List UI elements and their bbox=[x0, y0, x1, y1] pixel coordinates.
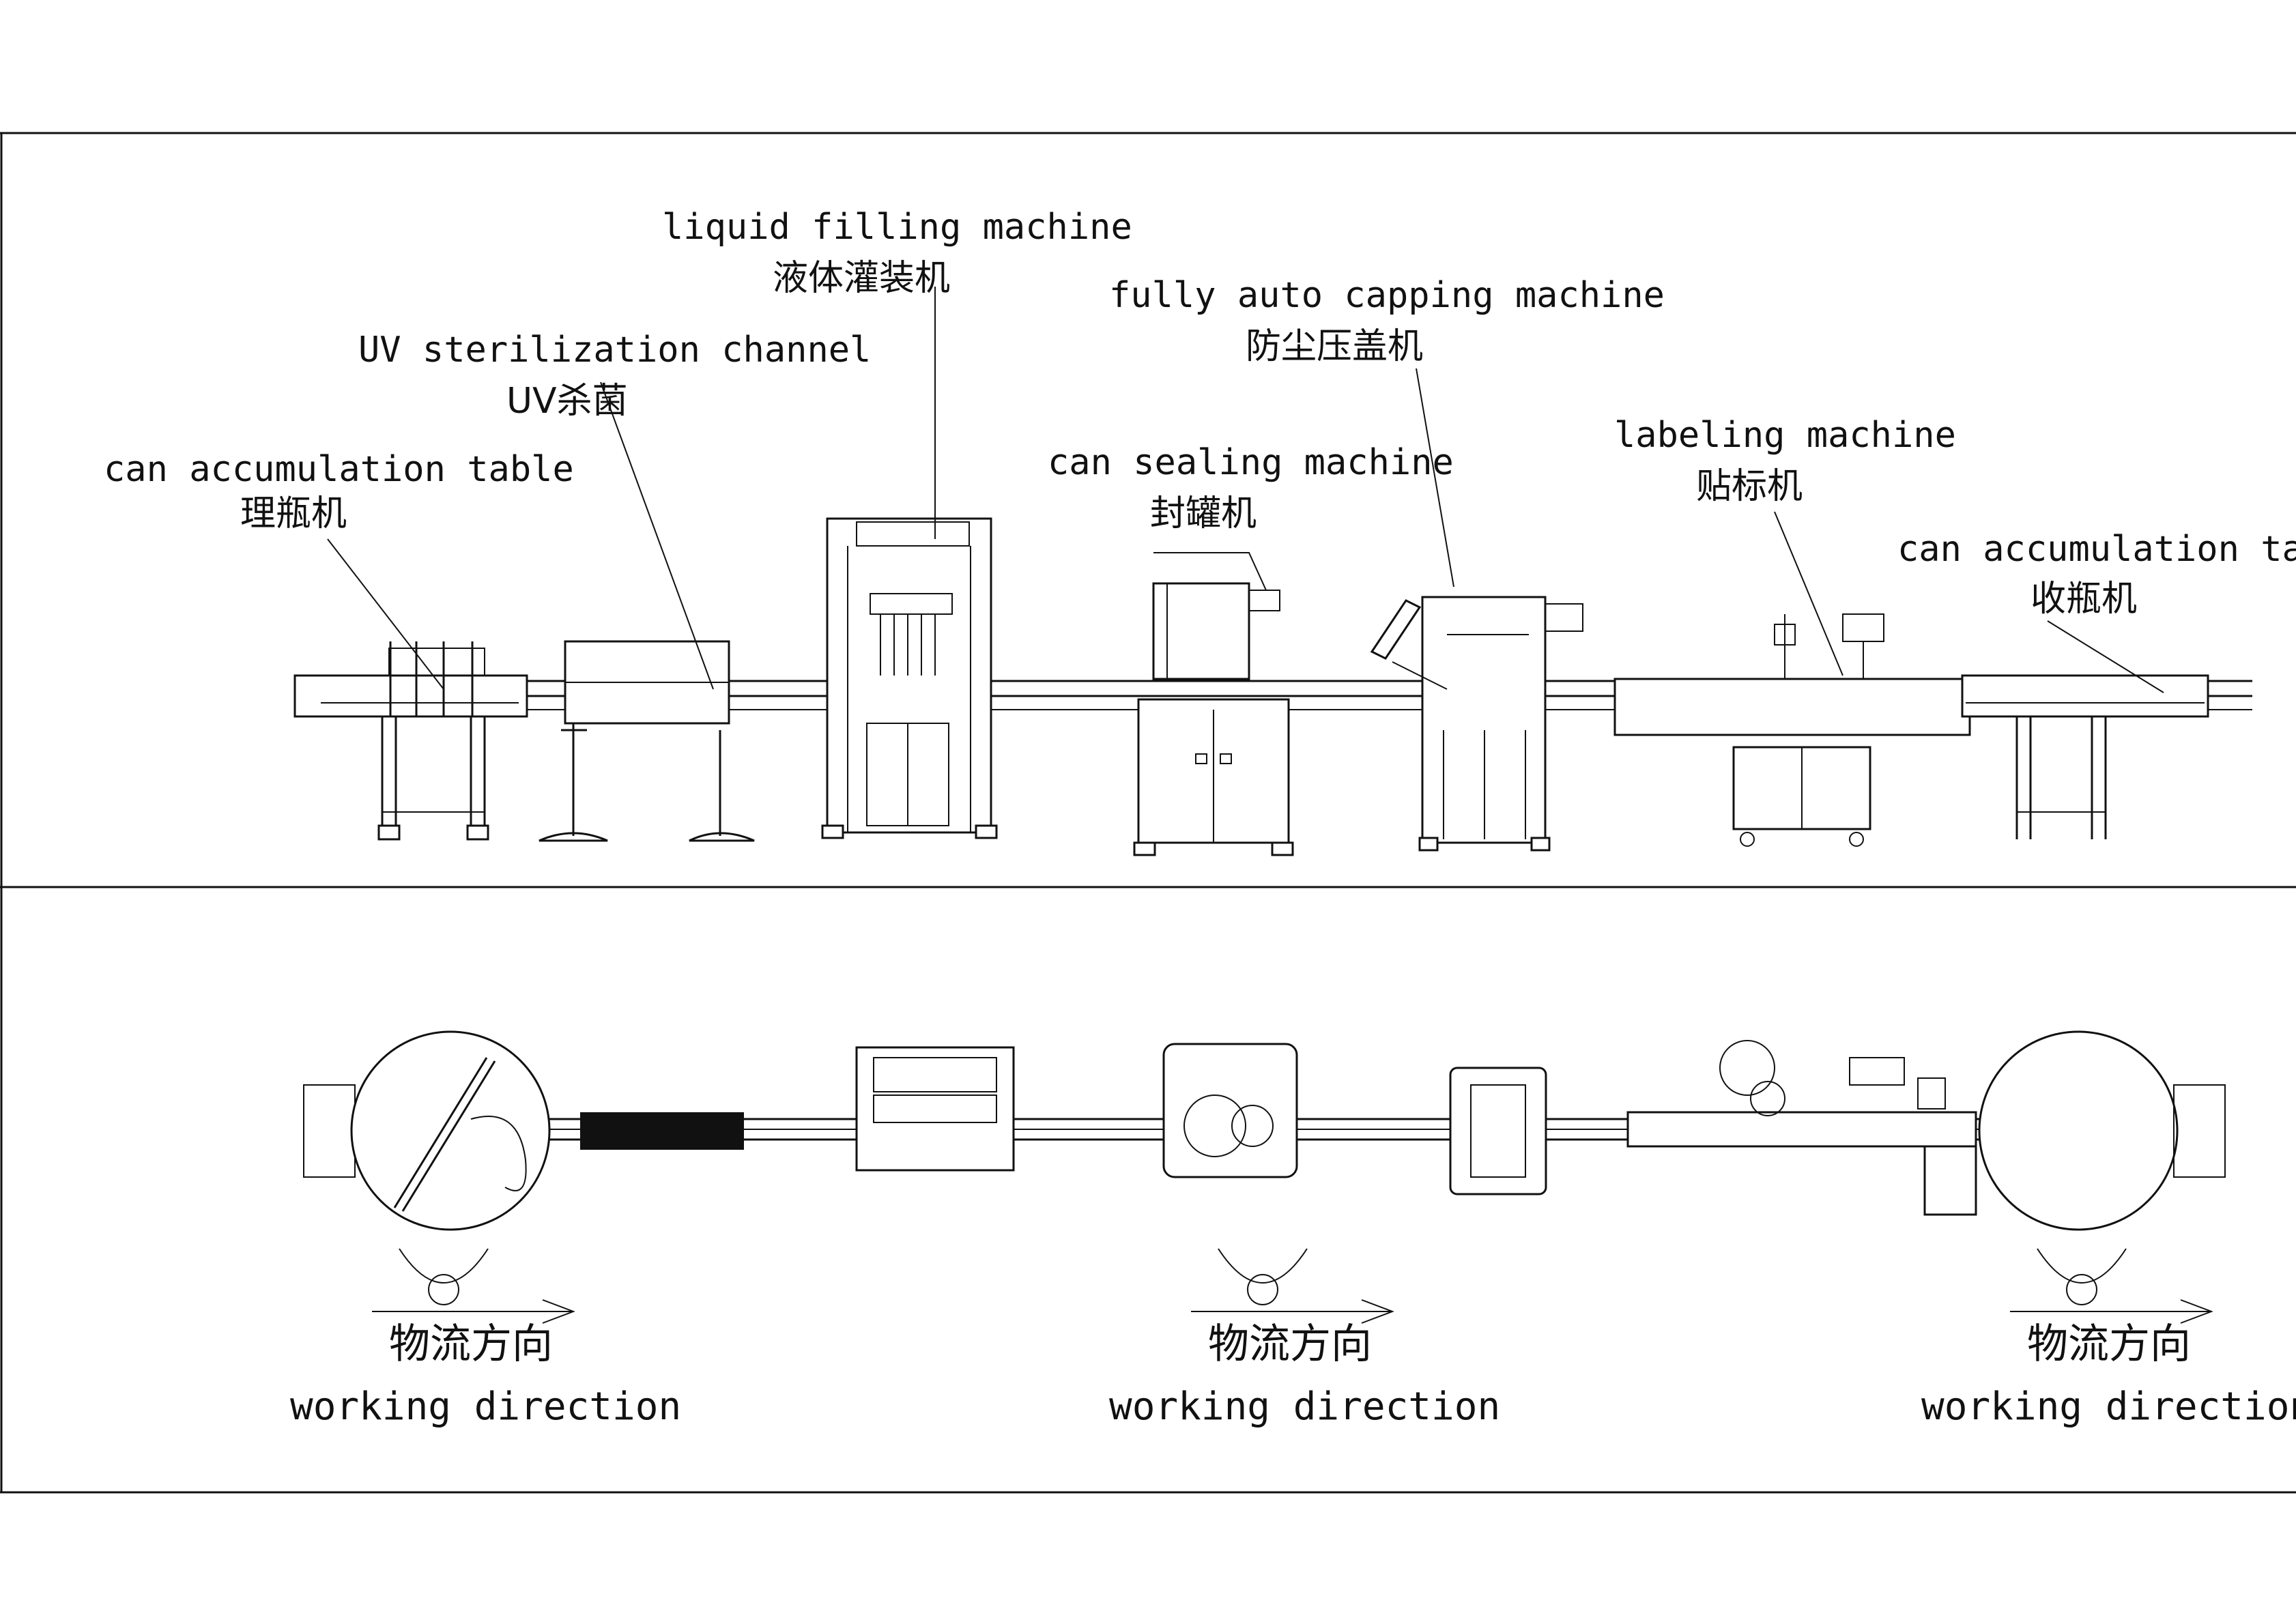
sealing-machine-plan bbox=[1162, 1043, 1298, 1178]
label-labeling-en: labeling machine bbox=[1614, 415, 1956, 456]
direction-2-en: working direction bbox=[1109, 1384, 1500, 1429]
can-accumulation-table-out bbox=[1961, 674, 2209, 839]
uv-tunnel-plan bbox=[580, 1112, 744, 1150]
label-can-accumulation-table-in-en: can accumulation table bbox=[104, 449, 574, 490]
label-capping-en: fully auto capping machine bbox=[1109, 275, 1665, 316]
elevation-labels: can accumulation table 理瓶机 UV sterilizat… bbox=[104, 207, 2296, 620]
label-can-accumulation-table-out-cn: 收瓶机 bbox=[2030, 579, 2137, 620]
capping-machine bbox=[1370, 596, 1583, 852]
plan-view: 物流方向 working direction 物流方向 working dire… bbox=[290, 1030, 2296, 1429]
label-can-sealing-en: can sealing machine bbox=[1048, 442, 1454, 483]
label-can-sealing-cn: 封罐机 bbox=[1150, 493, 1257, 534]
direction-marker-3: 物流方向 working direction bbox=[1921, 1248, 2296, 1429]
uv-sterilization-channel bbox=[539, 640, 755, 842]
direction-3-cn: 物流方向 bbox=[2027, 1320, 2191, 1368]
label-liquid-filling-en: liquid filling machine bbox=[662, 207, 1132, 248]
filling-machine-plan bbox=[855, 1046, 1015, 1172]
label-liquid-filling-cn: 液体灌装机 bbox=[773, 258, 950, 299]
turntable-in bbox=[303, 1030, 551, 1231]
labeling-machine-plan bbox=[1626, 1040, 1977, 1216]
drawing-frame bbox=[0, 132, 2296, 1494]
direction-marker-1: 物流方向 working direction bbox=[290, 1248, 681, 1429]
label-uv-sterilization-cn: UV杀菌 bbox=[506, 381, 628, 422]
labeling-machine bbox=[1613, 613, 1971, 847]
label-labeling-cn: 贴标机 bbox=[1696, 466, 1803, 507]
label-uv-sterilization-en: UV sterilization channel bbox=[358, 330, 871, 371]
label-capping-cn: 防尘压盖机 bbox=[1246, 326, 1423, 367]
elevation-view: can accumulation table 理瓶机 UV sterilizat… bbox=[104, 207, 2296, 856]
capping-machine-plan bbox=[1449, 1067, 1547, 1195]
direction-marker-2: 物流方向 working direction bbox=[1109, 1248, 1500, 1429]
filling-nozzles bbox=[880, 614, 936, 676]
direction-2-cn: 物流方向 bbox=[1208, 1320, 1372, 1368]
direction-1-en: working direction bbox=[290, 1384, 681, 1429]
label-can-accumulation-table-out-en: can accumulation table bbox=[1897, 529, 2296, 570]
can-accumulation-table-in bbox=[293, 641, 528, 841]
can-sealing-machine bbox=[1133, 582, 1294, 856]
direction-3-en: working direction bbox=[1921, 1384, 2296, 1429]
elevation-leaders bbox=[327, 287, 2164, 693]
label-can-accumulation-table-in-cn: 理瓶机 bbox=[240, 493, 347, 534]
liquid-filling-machine bbox=[821, 517, 998, 839]
turntable-out bbox=[1978, 1030, 2226, 1231]
direction-1-cn: 物流方向 bbox=[389, 1320, 553, 1368]
